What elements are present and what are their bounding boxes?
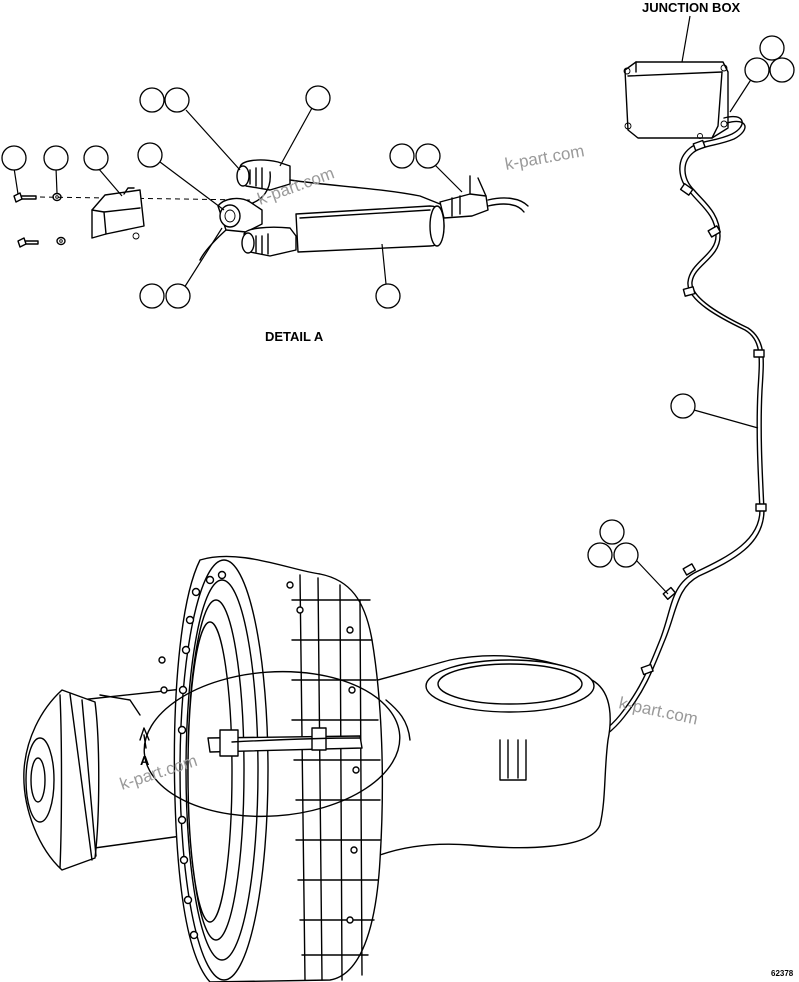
callout-bubble [139, 87, 165, 113]
wheel-bolts [158, 570, 360, 940]
detail-a-label: DETAIL A [265, 329, 324, 344]
callout-bubble [670, 393, 696, 419]
final-drive-assembly [23, 555, 611, 982]
callout-bubble [1, 145, 27, 171]
callout-bubble [305, 85, 331, 111]
junction-box [623, 61, 729, 139]
callout-bubble [389, 143, 415, 169]
callout-bubble [599, 519, 625, 545]
callout-bubble [165, 283, 191, 309]
callout-bubble [83, 145, 109, 171]
callout-bubble [415, 143, 441, 169]
callout-bubble [587, 542, 613, 568]
junction-box-label: JUNCTION BOX [642, 0, 741, 15]
callout-bubble [164, 87, 190, 113]
view-letter-a: A [140, 753, 150, 768]
callout-bubble [43, 145, 69, 171]
watermark-text: k-part.com [503, 141, 585, 174]
detail-a-ellipse [143, 670, 401, 818]
detail-a-assembly [13, 159, 529, 261]
callout-bubble [769, 57, 795, 83]
callout-bubble [137, 142, 163, 168]
junction-box-leader [681, 15, 691, 63]
callout-bubble [375, 283, 401, 309]
callout-bubble [613, 542, 639, 568]
figure-number: 62378 [771, 969, 794, 978]
callout-bubble [759, 35, 785, 61]
view-arrow-icon [139, 727, 150, 749]
callout-bubbles [1, 35, 795, 595]
callout-bubble [744, 57, 770, 83]
watermark-text: k-part.com [617, 693, 699, 728]
callout-bubble [139, 283, 165, 309]
